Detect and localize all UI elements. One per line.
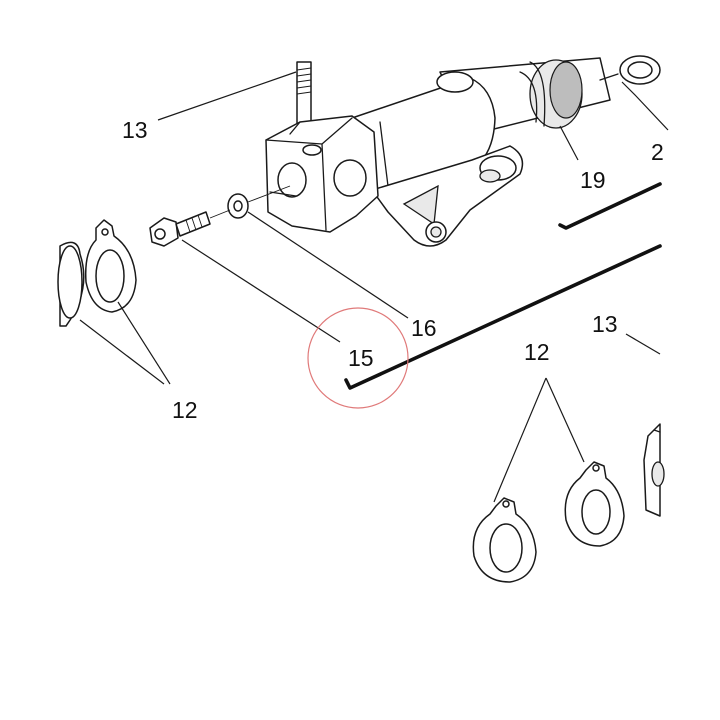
part-label-13-top: 13 — [122, 117, 148, 143]
part-label-2: 2 — [651, 139, 664, 165]
part-label-12-right: 12 — [524, 339, 550, 365]
highlight-circle — [307, 307, 409, 409]
assembly-guide-lines — [344, 182, 662, 390]
part-label-15: 15 — [348, 345, 374, 371]
clevis-block — [265, 115, 379, 233]
mounting-bracket — [371, 145, 524, 247]
bolt-part-15 — [149, 211, 211, 247]
leader-lines — [79, 71, 669, 503]
stud-part-13 — [296, 61, 312, 133]
part-label-12-left: 12 — [172, 397, 198, 423]
bolt-axis-line — [209, 185, 291, 219]
left-ring-clamp-pair — [57, 219, 137, 327]
part-label-19: 19 — [580, 167, 606, 193]
part-label-16: 16 — [411, 315, 437, 341]
washer-part-16 — [227, 193, 249, 219]
part-label-13-right: 13 — [592, 311, 618, 337]
partial-part-right-edge — [643, 423, 665, 517]
right-ring-clamp-pair — [472, 461, 625, 583]
